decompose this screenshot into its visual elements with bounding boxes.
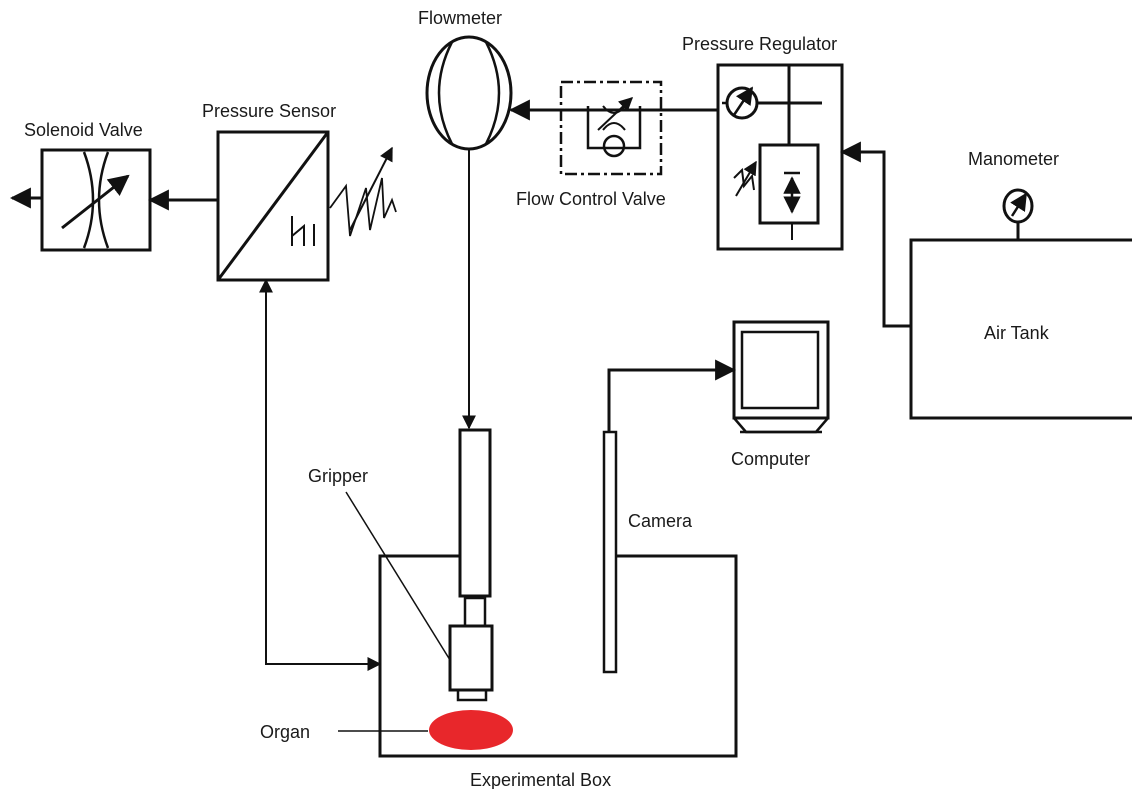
pressure-regulator (716, 63, 844, 251)
flow-control-valve (559, 80, 663, 176)
solenoid-valve-label: Solenoid Valve (24, 120, 143, 140)
flowmeter-label: Flowmeter (418, 8, 502, 28)
tank-to-regulator-line (839, 141, 911, 328)
experimental-box-label: Experimental Box (470, 770, 611, 789)
pressure-regulator-label: Pressure Regulator (682, 34, 837, 54)
manometer (1002, 188, 1034, 240)
organ (429, 710, 513, 750)
camera (602, 430, 618, 674)
box-to-sensor-line (259, 278, 382, 671)
manometer-label: Manometer (968, 149, 1059, 169)
flowmeter (425, 35, 513, 151)
air-tank-label: Air Tank (984, 323, 1050, 343)
computer-label: Computer (731, 449, 810, 469)
computer (732, 320, 830, 434)
camera-label: Camera (628, 511, 693, 531)
gripper (448, 428, 494, 702)
air-tank (909, 238, 1132, 420)
organ-label: Organ (260, 722, 310, 742)
pressure-sensor (216, 130, 397, 282)
solenoid-valve (40, 148, 152, 252)
gripper-label: Gripper (308, 466, 368, 486)
flow-control-valve-label: Flow Control Valve (516, 189, 666, 209)
experimental-box (378, 554, 738, 758)
gripper-leader-line (345, 491, 451, 661)
pressure-sensor-label: Pressure Sensor (202, 101, 336, 121)
camera-to-computer-line (607, 359, 737, 432)
